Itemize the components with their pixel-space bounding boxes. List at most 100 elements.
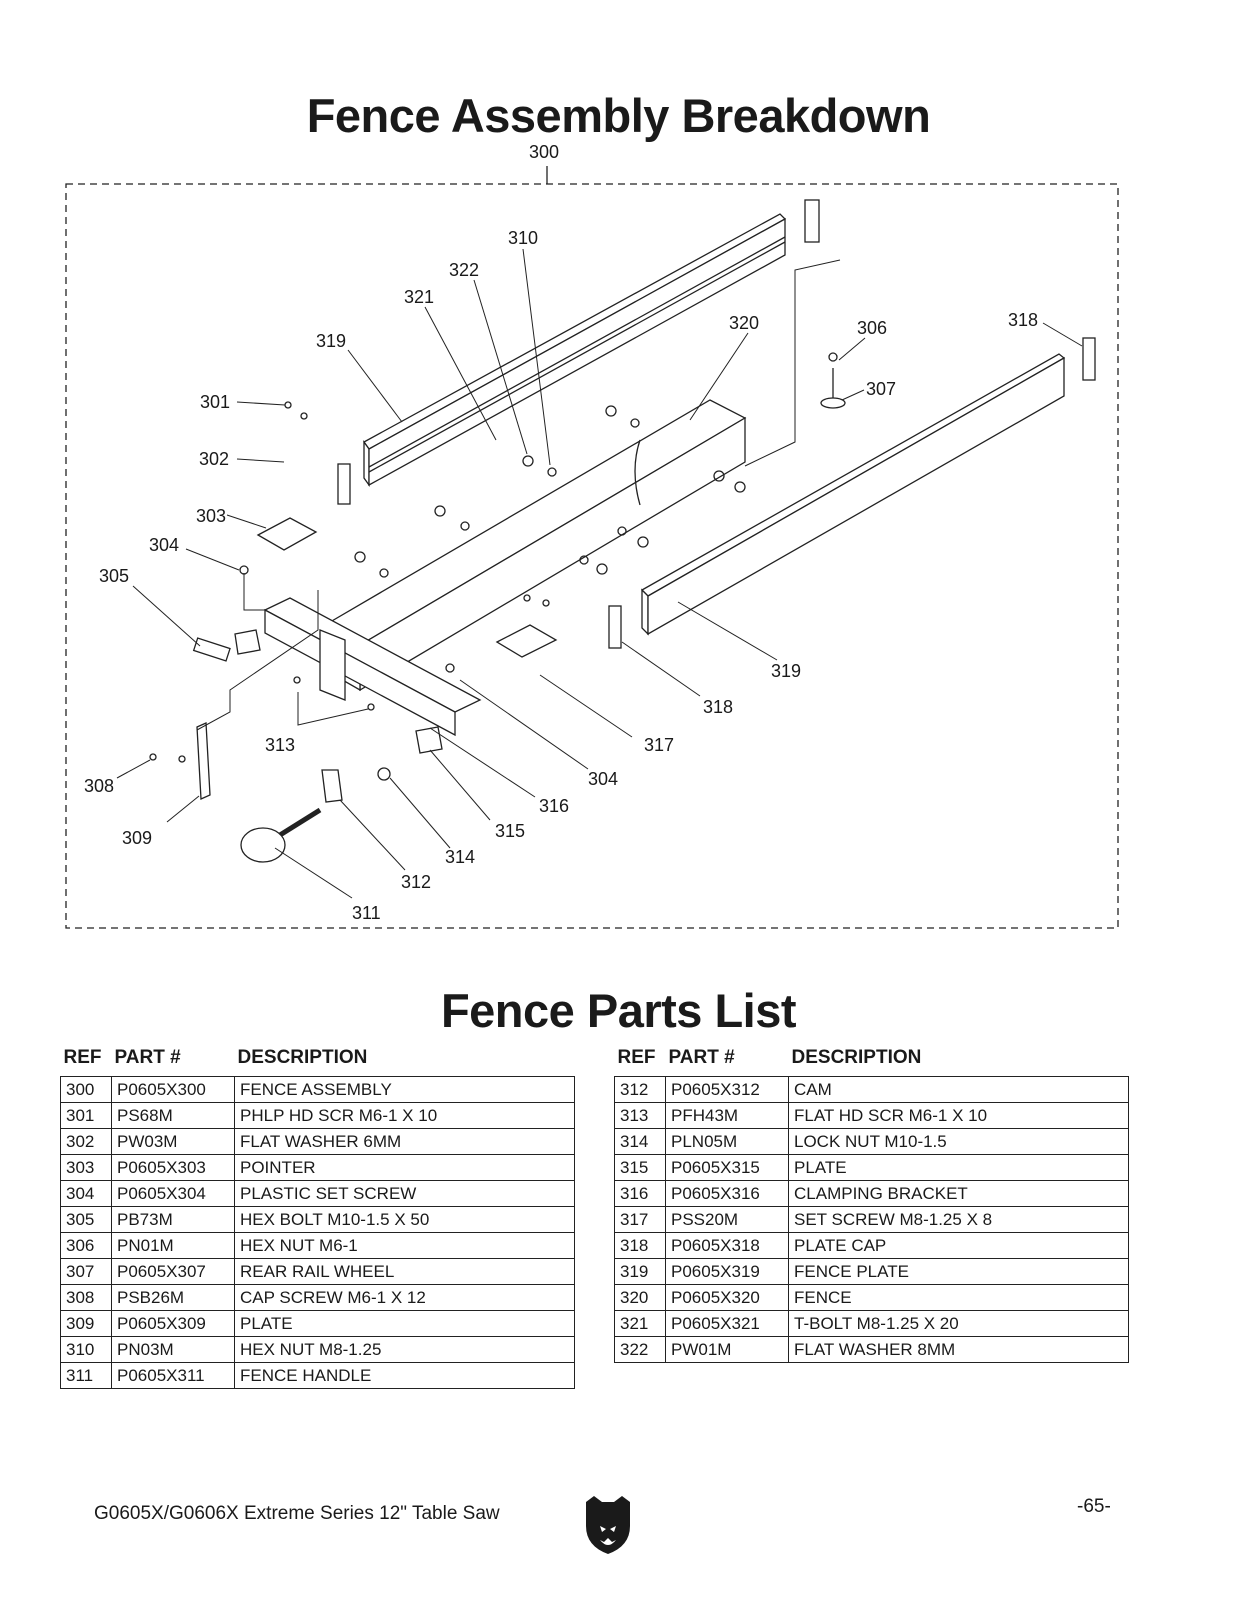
cell-description: T-BOLT M8-1.25 X 20	[788, 1310, 1129, 1337]
callout-313: 313	[265, 735, 295, 755]
callout-320: 320	[729, 313, 759, 333]
cell-ref: 311	[60, 1362, 112, 1389]
cell-ref: 320	[614, 1284, 666, 1311]
header-ref: REF	[617, 1047, 656, 1068]
cell-ref: 300	[60, 1076, 112, 1103]
cell-ref: 309	[60, 1310, 112, 1337]
cell-ref: 316	[614, 1180, 666, 1207]
callout-304-lower: 304	[588, 769, 618, 789]
callout-300: 300	[529, 142, 559, 162]
handle-knob	[240, 827, 286, 863]
cell-description: FENCE	[788, 1284, 1129, 1311]
callout-319-lower: 319	[771, 661, 801, 681]
cell-description: CAM	[788, 1076, 1129, 1103]
cell-description: POINTER	[234, 1154, 575, 1181]
cell-description: CLAMPING BRACKET	[788, 1180, 1129, 1207]
callout-318-lower: 318	[703, 697, 733, 717]
cell-ref: 305	[60, 1206, 112, 1233]
callout-314: 314	[445, 847, 475, 867]
plate-left	[234, 629, 261, 655]
callout-311: 311	[352, 903, 381, 923]
cell-ref: 315	[614, 1154, 666, 1181]
cell-ref: 306	[60, 1232, 112, 1259]
fence-plate-lower	[640, 353, 1066, 636]
callout-309: 309	[122, 828, 152, 848]
cell-part: P0605X318	[665, 1232, 789, 1259]
cell-ref: 317	[614, 1206, 666, 1233]
bear-head-icon	[586, 1496, 630, 1554]
cell-description: FLAT HD SCR M6-1 X 10	[788, 1102, 1129, 1129]
cell-ref: 322	[614, 1336, 666, 1363]
cell-ref: 312	[614, 1076, 666, 1103]
callout-316: 316	[539, 796, 569, 816]
cell-ref: 314	[614, 1128, 666, 1155]
callout-308: 308	[84, 776, 114, 796]
cell-description: CAP SCREW M6-1 X 12	[234, 1284, 575, 1311]
leader-lines	[116, 248, 1083, 899]
plate-cap-lower-left	[608, 605, 622, 649]
assembly-boundary	[65, 183, 1119, 929]
cell-description: PLASTIC SET SCREW	[234, 1180, 575, 1207]
pointer-left	[256, 517, 318, 551]
callout-labels: 300 301 302 303 304 305 306 307 308 309 …	[84, 142, 1038, 923]
table-header-row: REF PART # DESCRIPTION	[615, 1046, 1129, 1077]
cell-part: PS68M	[111, 1102, 235, 1129]
parts-list-title: Fence Parts List	[440, 984, 797, 1037]
cell-part: PSB26M	[111, 1284, 235, 1311]
cell-description: PLATE CAP	[788, 1232, 1129, 1259]
callout-317: 317	[644, 735, 674, 755]
cell-description: REAR RAIL WHEEL	[234, 1258, 575, 1285]
pointer-right	[495, 624, 558, 658]
cell-description: PLATE	[234, 1310, 575, 1337]
cell-description: PHLP HD SCR M6-1 X 10	[234, 1102, 575, 1129]
plate-cap-upper	[804, 199, 820, 243]
cell-description: HEX NUT M8-1.25	[234, 1336, 575, 1363]
header-part: PART #	[114, 1047, 181, 1068]
cell-part: PB73M	[111, 1206, 235, 1233]
callout-319-upper: 319	[316, 331, 346, 351]
cell-ref: 302	[60, 1128, 112, 1155]
plate-right	[415, 726, 443, 754]
table-header-row: REF PART # DESCRIPTION	[61, 1046, 575, 1077]
cell-part: P0605X316	[665, 1180, 789, 1207]
cell-ref: 303	[60, 1154, 112, 1181]
cell-part: PSS20M	[665, 1206, 789, 1233]
cell-description: FLAT WASHER 6MM	[234, 1128, 575, 1155]
callout-303: 303	[196, 506, 226, 526]
fasteners	[149, 352, 838, 781]
cell-description: FENCE PLATE	[788, 1258, 1129, 1285]
cell-part: P0605X315	[665, 1154, 789, 1181]
rear-rail-wheel	[820, 397, 846, 409]
cell-ref: 313	[614, 1102, 666, 1129]
cell-description: LOCK NUT M10-1.5	[788, 1128, 1129, 1155]
exploded-diagram: 300 301 302 303 304 305 306 307 308 309 …	[65, 142, 1119, 929]
header-part: PART #	[668, 1047, 735, 1068]
cell-ref: 310	[60, 1336, 112, 1363]
callout-312: 312	[401, 872, 431, 892]
cell-part: P0605X311	[111, 1362, 235, 1389]
callout-301: 301	[200, 392, 230, 412]
hex-bolt	[192, 637, 231, 662]
